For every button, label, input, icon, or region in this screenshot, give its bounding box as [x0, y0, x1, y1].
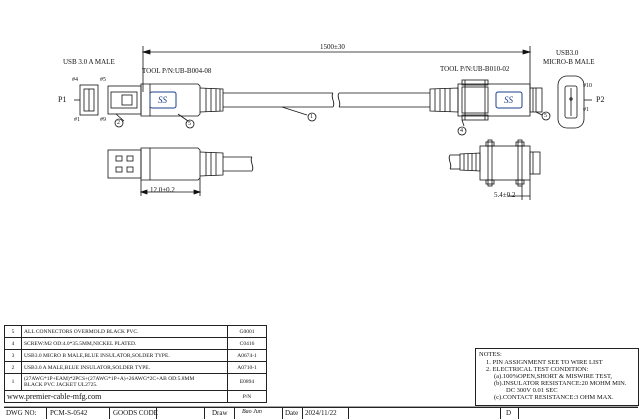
- length-dimension: 1500±30: [320, 43, 345, 51]
- balloon-4: [457, 126, 467, 136]
- balloon-2-label: 2: [117, 120, 120, 126]
- bom-description: SCREW:M2 OD:4.0*35.5MM,NICKEL PLATED.: [21, 337, 228, 350]
- width-dimension-a: 12.0±0.2: [150, 186, 175, 194]
- date-label: Date: [285, 409, 299, 417]
- balloon-5a: [185, 119, 195, 129]
- notes-line: (c).CONTACT RESISTANCE:3 OHM MAX.: [494, 394, 614, 401]
- micro-b-pin-10: #10: [583, 83, 592, 89]
- balloon-5a-label: 5: [188, 121, 191, 127]
- dwg-no-value: PCM-S-0542: [50, 409, 88, 417]
- notes-line: (b).INSULATOR RESISTANCE:20 MOHM MIN.: [494, 380, 627, 387]
- bom-description: USB3.0 A MALE,BLUE INSULATOR,SOLDER TYPE…: [21, 361, 228, 374]
- title-block: DWG NO: PCM-S-0542 GOODS CODE Draw Bao J…: [4, 407, 638, 419]
- usb-a-ss-logo: SS: [158, 95, 167, 105]
- micro-b-title-line1: USB3.0: [556, 49, 579, 57]
- notes-line: (a).100%OPEN,SHORT & MISWIRE TEST,: [494, 373, 613, 380]
- bom-code: G0001: [227, 325, 267, 338]
- usb-a-tool-pn: TOOL P/N:UB-B004-08: [142, 67, 212, 75]
- micro-b-tool-pn: TOOL P/N:UB-B010-02: [440, 65, 510, 73]
- bom-item-no: 1: [4, 373, 22, 391]
- notes-line: DC 300V 0.01 SEC: [506, 387, 558, 394]
- draw-label: Draw: [212, 409, 228, 417]
- company-website[interactable]: www.premier-cable-mfg.com: [4, 390, 228, 403]
- bom-item-no: 2: [4, 361, 22, 374]
- date-value: 2024/11/22: [305, 409, 337, 417]
- bom-table: 5 ALL CONNECTORS OVERMOLD BLACK PVC. G00…: [4, 325, 267, 403]
- goods-code-label: GOODS CODE: [113, 409, 158, 417]
- revision: D: [506, 409, 512, 417]
- bom-row: 1 (27AWG*1P+EAM)*2PCS+(27AWG*1P+A)+26AWG…: [4, 373, 267, 391]
- bom-row: 5 ALL CONNECTORS OVERMOLD BLACK PVC. G00…: [4, 325, 267, 338]
- balloon-2: [114, 118, 124, 128]
- bom-item-no: 5: [4, 325, 22, 338]
- bom-description: USB3.0 MICRO B MALE,BLUE INSULATOR,SOLDE…: [21, 349, 228, 362]
- port-p1-label: P1: [58, 95, 67, 104]
- usb-a-pin-5: #5: [100, 77, 106, 83]
- micro-b-title-line2: MICRO-B MALE: [543, 58, 595, 66]
- notes-line: 2. ELECTRICAL TEST CONDITION:: [486, 366, 589, 373]
- dwg-no-label: DWG NO:: [6, 409, 37, 417]
- bom-code: A0674-1: [227, 349, 267, 362]
- balloon-1-label: 1: [310, 114, 313, 120]
- width-dimension-b: 5.4±0.2: [494, 191, 516, 199]
- balloon-4-label: 4: [460, 128, 463, 134]
- usb-a-plug: [107, 85, 142, 115]
- micro-b-overmold: [457, 83, 531, 117]
- bom-code: A0710-1: [227, 361, 267, 374]
- micro-b-ss-logo: SS: [504, 95, 513, 105]
- bom-item-no: 4: [4, 337, 22, 350]
- micro-b-top-view: [479, 145, 531, 181]
- bom-desc-line2: BLACK PVC JACKET UL2725.: [24, 382, 98, 388]
- notes-line: 1. PIN ASSIGNMENT SEE TO WIRE LIST: [486, 359, 603, 366]
- micro-b-pin-1: #1: [583, 107, 589, 113]
- drawn-by-signature: Bao Jun: [242, 409, 262, 415]
- usb-a-pin-1: #1: [74, 117, 80, 123]
- bom-description: ALL CONNECTORS OVERMOLD BLACK PVC.: [21, 325, 228, 338]
- website-row: www.premier-cable-mfg.com P/N: [4, 390, 267, 403]
- notes-box: NOTES: 1. PIN ASSIGNMENT SEE TO WIRE LIS…: [475, 348, 639, 406]
- usb-a-title: USB 3.0 A MALE: [63, 58, 115, 66]
- notes-title: NOTES:: [479, 351, 502, 358]
- pn-label: P/N: [227, 390, 267, 403]
- balloon-5b-label: 5: [544, 113, 547, 119]
- port-p2-label: P2: [596, 95, 605, 104]
- usb-a-pin-4: #4: [72, 77, 78, 83]
- bom-row: 3 USB3.0 MICRO B MALE,BLUE INSULATOR,SOL…: [4, 349, 267, 362]
- bom-row: 4 SCREW:M2 OD:4.0*35.5MM,NICKEL PLATED. …: [4, 337, 267, 350]
- balloon-5b: [541, 111, 551, 121]
- bom-code: C0416: [227, 337, 267, 350]
- usb-a-top-view: [107, 149, 142, 179]
- bom-desc-line1: (27AWG*1P+EAM)*2PCS+(27AWG*1P+A)+26AWG*2…: [24, 376, 195, 382]
- bom-code: E0894: [227, 373, 267, 391]
- usb-a-pin-9: #9: [100, 117, 106, 123]
- balloon-1: [307, 112, 317, 122]
- bom-row: 2 USB3.0 A MALE,BLUE INSULATOR,SOLDER TY…: [4, 361, 267, 374]
- bom-item-no: 3: [4, 349, 22, 362]
- usb-a-overmold: [140, 83, 201, 117]
- bom-description: (27AWG*1P+EAM)*2PCS+(27AWG*1P+A)+26AWG*2…: [21, 373, 228, 391]
- micro-b-end-view: [557, 75, 585, 129]
